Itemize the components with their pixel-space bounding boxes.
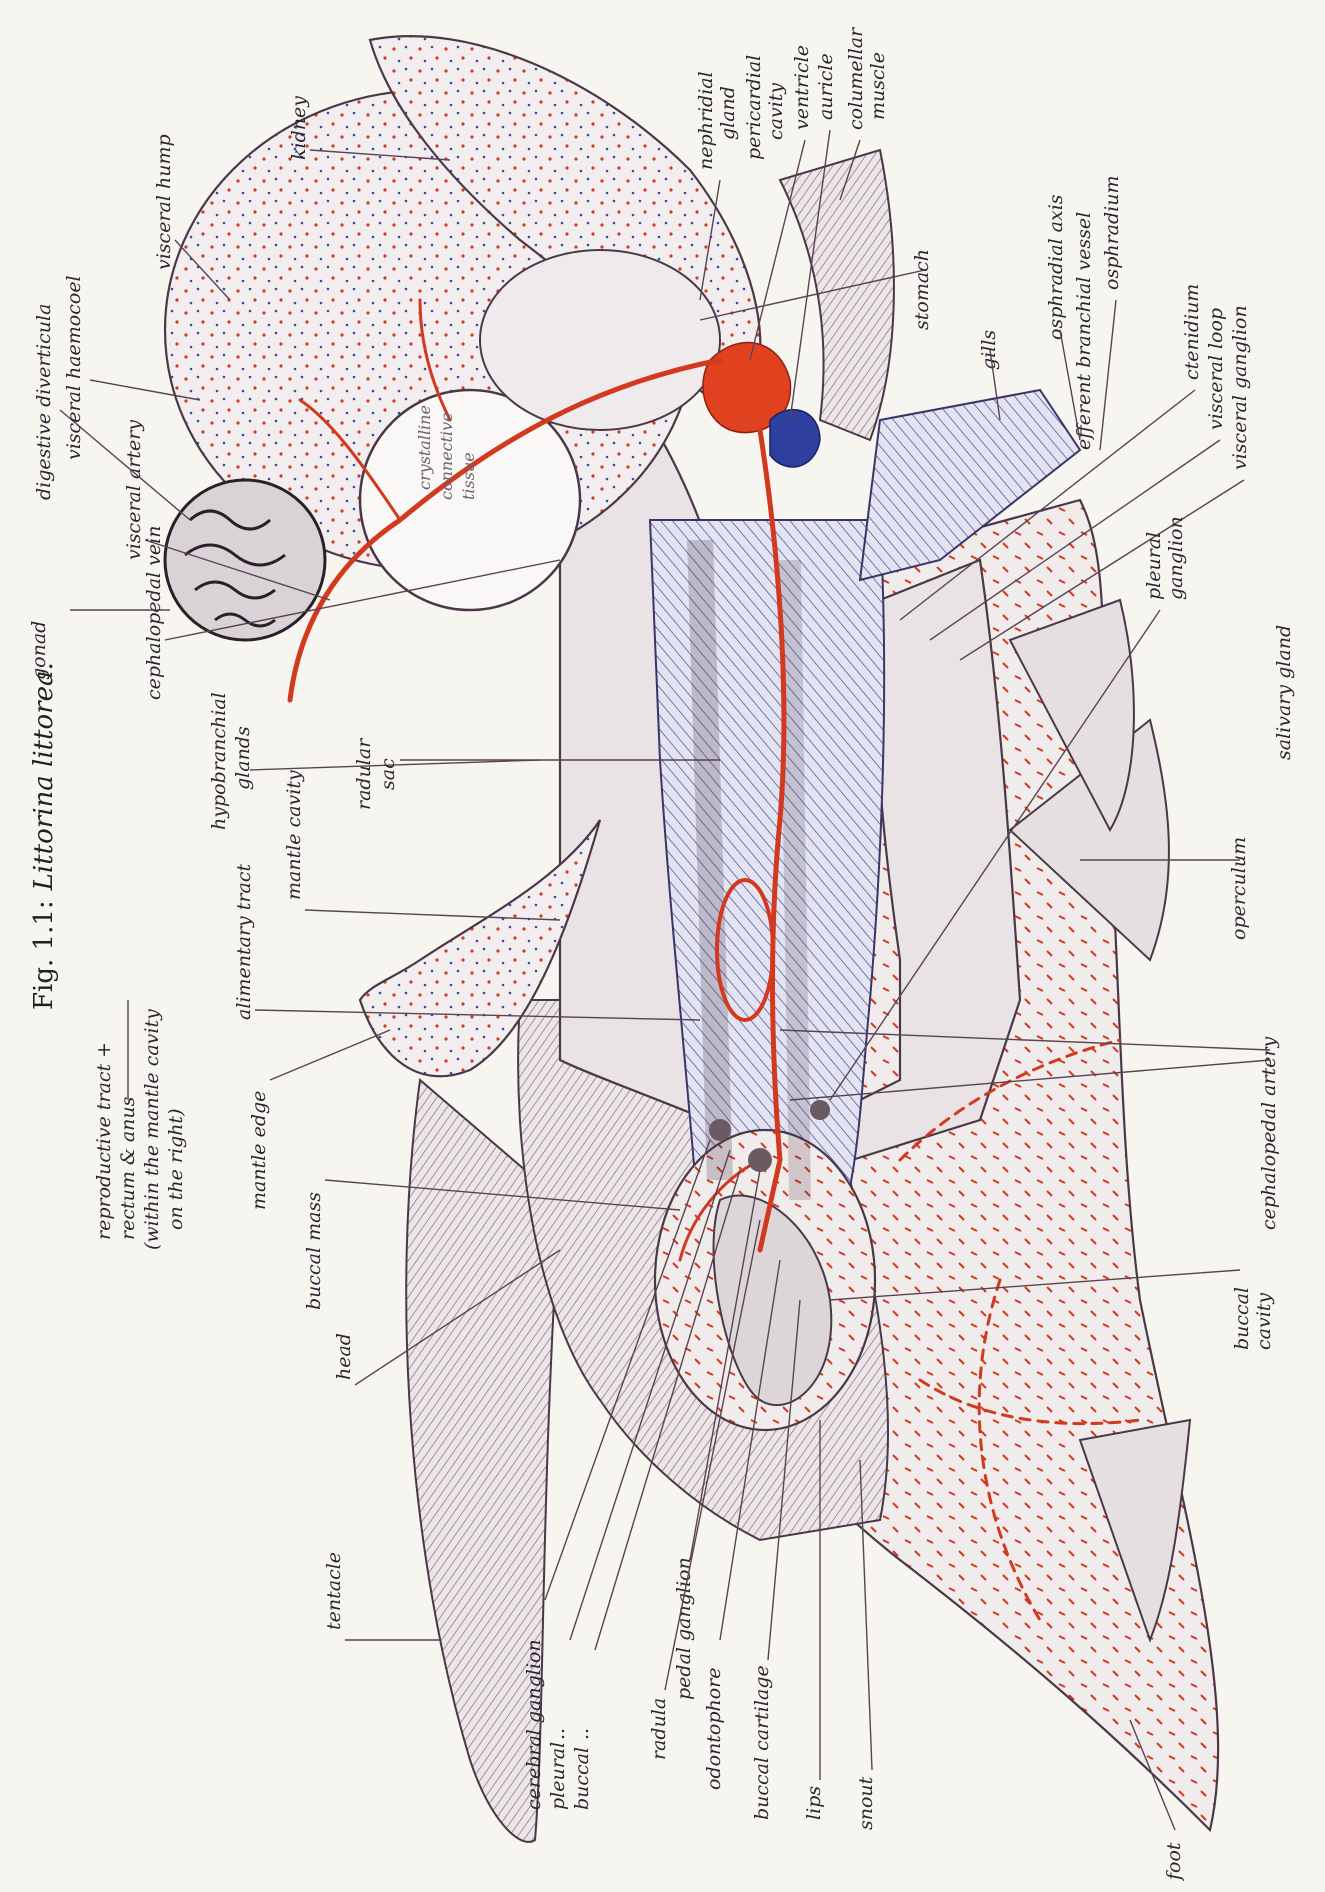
label-pericardial-cavity-2: cavity [765,83,787,140]
label-ventricle: ventricle [791,45,813,130]
pleural-ganglion-dot [810,1100,830,1120]
label-cephalopedal-vein: cephalopedal vein [143,526,165,700]
label-osphradial-axis: osphradial axis [1045,194,1067,340]
label-radular-sac-1: radular [353,737,375,810]
label-operculum: operculum [1228,837,1250,940]
label-snout: snout [855,1776,877,1830]
label-mantle-cavity: mantle cavity [283,770,305,900]
label-reproductive-tract-4: on the right) [165,1109,187,1230]
label-head: head [333,1333,355,1380]
label-pleural-ganglion-1: pleural [1143,532,1165,600]
label-hypobranchial-2: glands [232,726,254,790]
label-ditto-2: .. [571,1728,593,1740]
label-pedal-ganglion: pedal ganglion [673,1557,695,1700]
label-kidney: kidney [288,96,310,160]
label-efferent-branchial-vessel: efferent branchial vessel [1073,212,1095,450]
label-buccal: buccal [571,1747,593,1810]
label-radular-sac-2: sac [377,758,399,790]
label-odontophore: odontophore [703,1667,725,1790]
label-cerebral-ganglion: cerebral ganglion [523,1639,545,1810]
figure-title-species: Littorina littorea. [29,662,59,891]
figure-title: Fig. 1.1: Littorina littorea. [29,662,59,1010]
label-visceral-artery: visceral artery [123,420,145,560]
connective-tissue-line-1: crystalline [415,405,434,490]
figure-title-prefix: Fig. 1.1: [29,900,59,1010]
pedal-ganglion-dot [748,1148,772,1172]
label-buccal-mass: buccal mass [303,1192,325,1310]
label-buccal-cavity-2: cavity [1253,1293,1275,1350]
label-tentacle: tentacle [323,1552,345,1630]
label-visceral-hump: visceral hump [153,134,175,270]
label-ctenidium: ctenidium [1181,284,1203,380]
label-stomach: stomach [911,249,933,330]
label-columellar-muscle-1: columellar [845,26,867,130]
label-pericardial-cavity-1: pericardial [743,55,765,160]
label-pleural: pleural [547,1742,569,1810]
label-pleural-ganglion-2: ganglion [1165,516,1187,600]
label-buccal-cavity-1: buccal [1231,1287,1253,1350]
label-auricle: auricle [815,53,837,120]
label-visceral-ganglion: visceral ganglion [1229,305,1251,470]
label-lips: lips [803,1786,825,1820]
label-columellar-muscle-2: muscle [867,52,889,120]
label-radula: radula [648,1698,670,1760]
label-gonad: gonad [28,621,50,680]
label-reproductive-tract-1: reproductive tract + [93,1042,115,1240]
columellar-muscle-shape [780,150,894,440]
label-ditto-1: .. [547,1728,569,1740]
label-buccal-cartilage: buccal cartilage [751,1665,773,1820]
label-gills: gills [978,330,1000,370]
label-salivary-gland: salivary gland [1273,625,1295,760]
label-visceral-loop: visceral loop [1205,308,1227,430]
label-alimentary-tract: alimentary tract [233,864,255,1020]
label-visceral-haemocoel: visceral haemocoel [63,275,85,460]
label-cephalopedal-artery: cephalopedal artery [1258,1036,1280,1230]
label-foot: foot [1163,1842,1185,1882]
connective-tissue-line-2: connective [437,412,456,500]
connective-tissue-line-3: tissue [459,452,478,500]
cerebral-ganglion-dot [709,1119,731,1141]
label-nephridial-gland-1: nephridial [695,71,717,170]
label-osphradium: osphradium [1101,176,1123,291]
auricle-shape [770,410,820,467]
label-reproductive-tract-2: rectum & anus [117,1096,139,1240]
label-reproductive-tract-3: (within the mantle cavity [141,1009,163,1250]
label-nephridial-gland-2: gland [717,86,739,140]
label-mantle-edge: mantle edge [248,1091,270,1210]
label-hypobranchial-1: hypobranchial [208,692,230,830]
label-digestive-diverticula: digestive diverticula [33,304,55,500]
stomach-shape [480,250,720,430]
